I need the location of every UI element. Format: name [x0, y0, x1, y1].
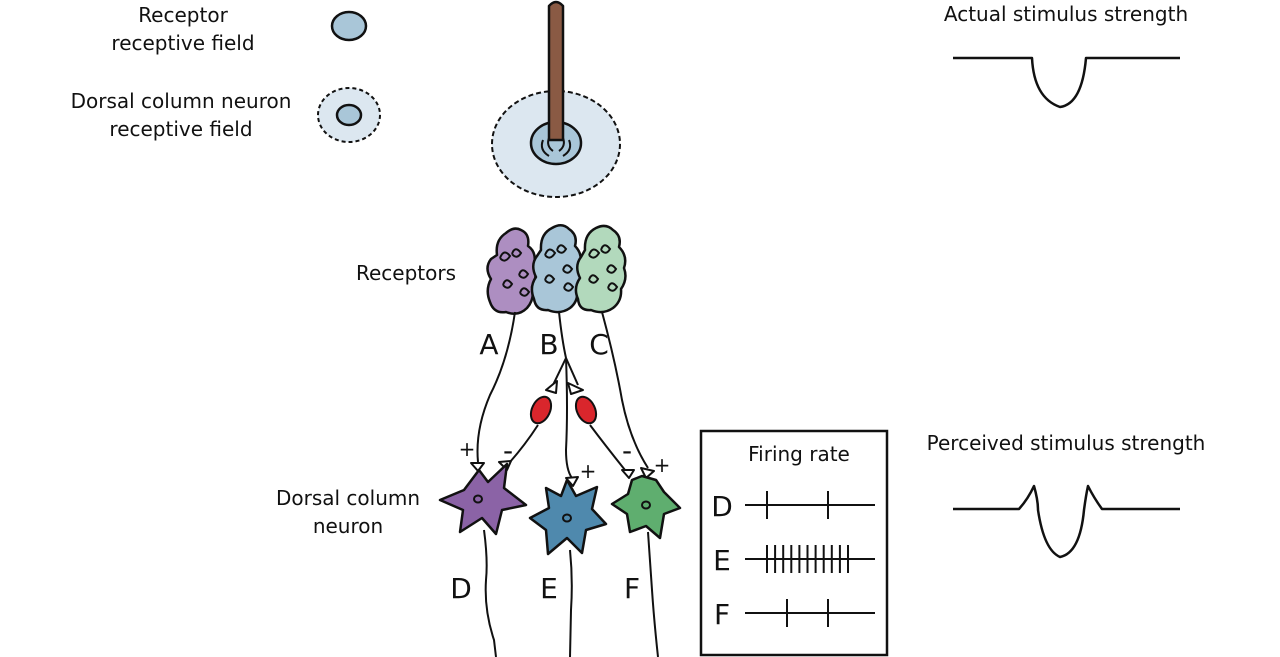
indentation-marks — [540, 137, 572, 157]
firing-row-e-label: E — [713, 544, 731, 577]
actual-stimulus-title: Actual stimulus strength — [944, 2, 1188, 26]
perceived-stimulus-trace — [953, 484, 1180, 559]
firing-rate-panel: Firing rate D E F — [699, 429, 889, 657]
inhibitory-interneuron-right — [574, 395, 598, 425]
synapse-b-left — [545, 380, 558, 394]
firing-row-f-label: F — [714, 598, 730, 631]
neuron-e-label: E — [540, 572, 558, 605]
sign-minus-d: - — [503, 434, 513, 467]
spikes-e — [766, 545, 849, 573]
legend: Receptor receptive field Dorsal column n… — [71, 3, 381, 143]
legend-receptor-field-label-line2: receptive field — [111, 31, 254, 55]
axon-b-branch-left — [552, 357, 567, 386]
axon-c — [601, 311, 649, 469]
legend-receptor-field-label-line1: Receptor — [138, 3, 228, 27]
synapse-terminals — [470, 380, 655, 487]
interneuron-left-axon — [509, 424, 539, 463]
receptor-a-label: A — [479, 328, 498, 361]
actual-stimulus-trace — [953, 56, 1180, 109]
firing-rate-title: Firing rate — [748, 442, 850, 466]
neuron-f — [610, 474, 682, 657]
synapse-b-right — [567, 382, 584, 395]
legend-dorsal-field-label-line1: Dorsal column neuron — [71, 89, 292, 113]
axon-b-branch-right — [565, 357, 579, 386]
dorsal-column-neuron-label-line1: Dorsal column — [276, 486, 420, 510]
axon-a — [476, 311, 516, 463]
synapse-inhib-to-f — [621, 469, 635, 479]
perceived-stimulus-title: Perceived stimulus strength — [927, 431, 1206, 455]
synapse-a-to-d — [470, 462, 485, 472]
sign-plus-e: + — [580, 459, 597, 483]
receptor-b-label: B — [539, 328, 558, 361]
spikes-f — [786, 599, 829, 627]
stimulus-site — [491, 0, 621, 198]
dorsal-column-neuron-label-line2: neuron — [313, 514, 383, 538]
interneuron-right-axon — [589, 424, 626, 471]
firing-rate-box — [699, 429, 889, 657]
legend-dorsal-field-label-line2: receptive field — [109, 117, 252, 141]
receptor-b — [530, 224, 583, 314]
neuron-e — [528, 478, 608, 657]
spikes-d — [766, 491, 829, 519]
neuron-d — [438, 462, 528, 657]
axon-b — [558, 311, 573, 479]
neuron-f-label: F — [624, 572, 640, 605]
axon-paths — [476, 311, 649, 479]
neuron-d-label: D — [450, 572, 472, 605]
sign-plus-d: + — [459, 437, 476, 461]
sign-plus-f: + — [654, 453, 671, 477]
sign-minus-f: - — [622, 434, 632, 467]
firing-row-d-label: D — [711, 490, 733, 523]
dorsal-field-legend-icon — [317, 87, 381, 143]
receptor-c-label: C — [589, 328, 609, 361]
inhibitory-interneuron-left — [529, 395, 553, 425]
receptors-label: Receptors — [356, 261, 456, 285]
receptor-field-legend-icon — [330, 10, 368, 42]
spike-trains — [745, 491, 875, 627]
synapse-c-to-f — [640, 467, 655, 479]
receptor-c — [574, 224, 627, 314]
probe-icon — [547, 0, 565, 142]
receptor-a — [486, 227, 537, 316]
